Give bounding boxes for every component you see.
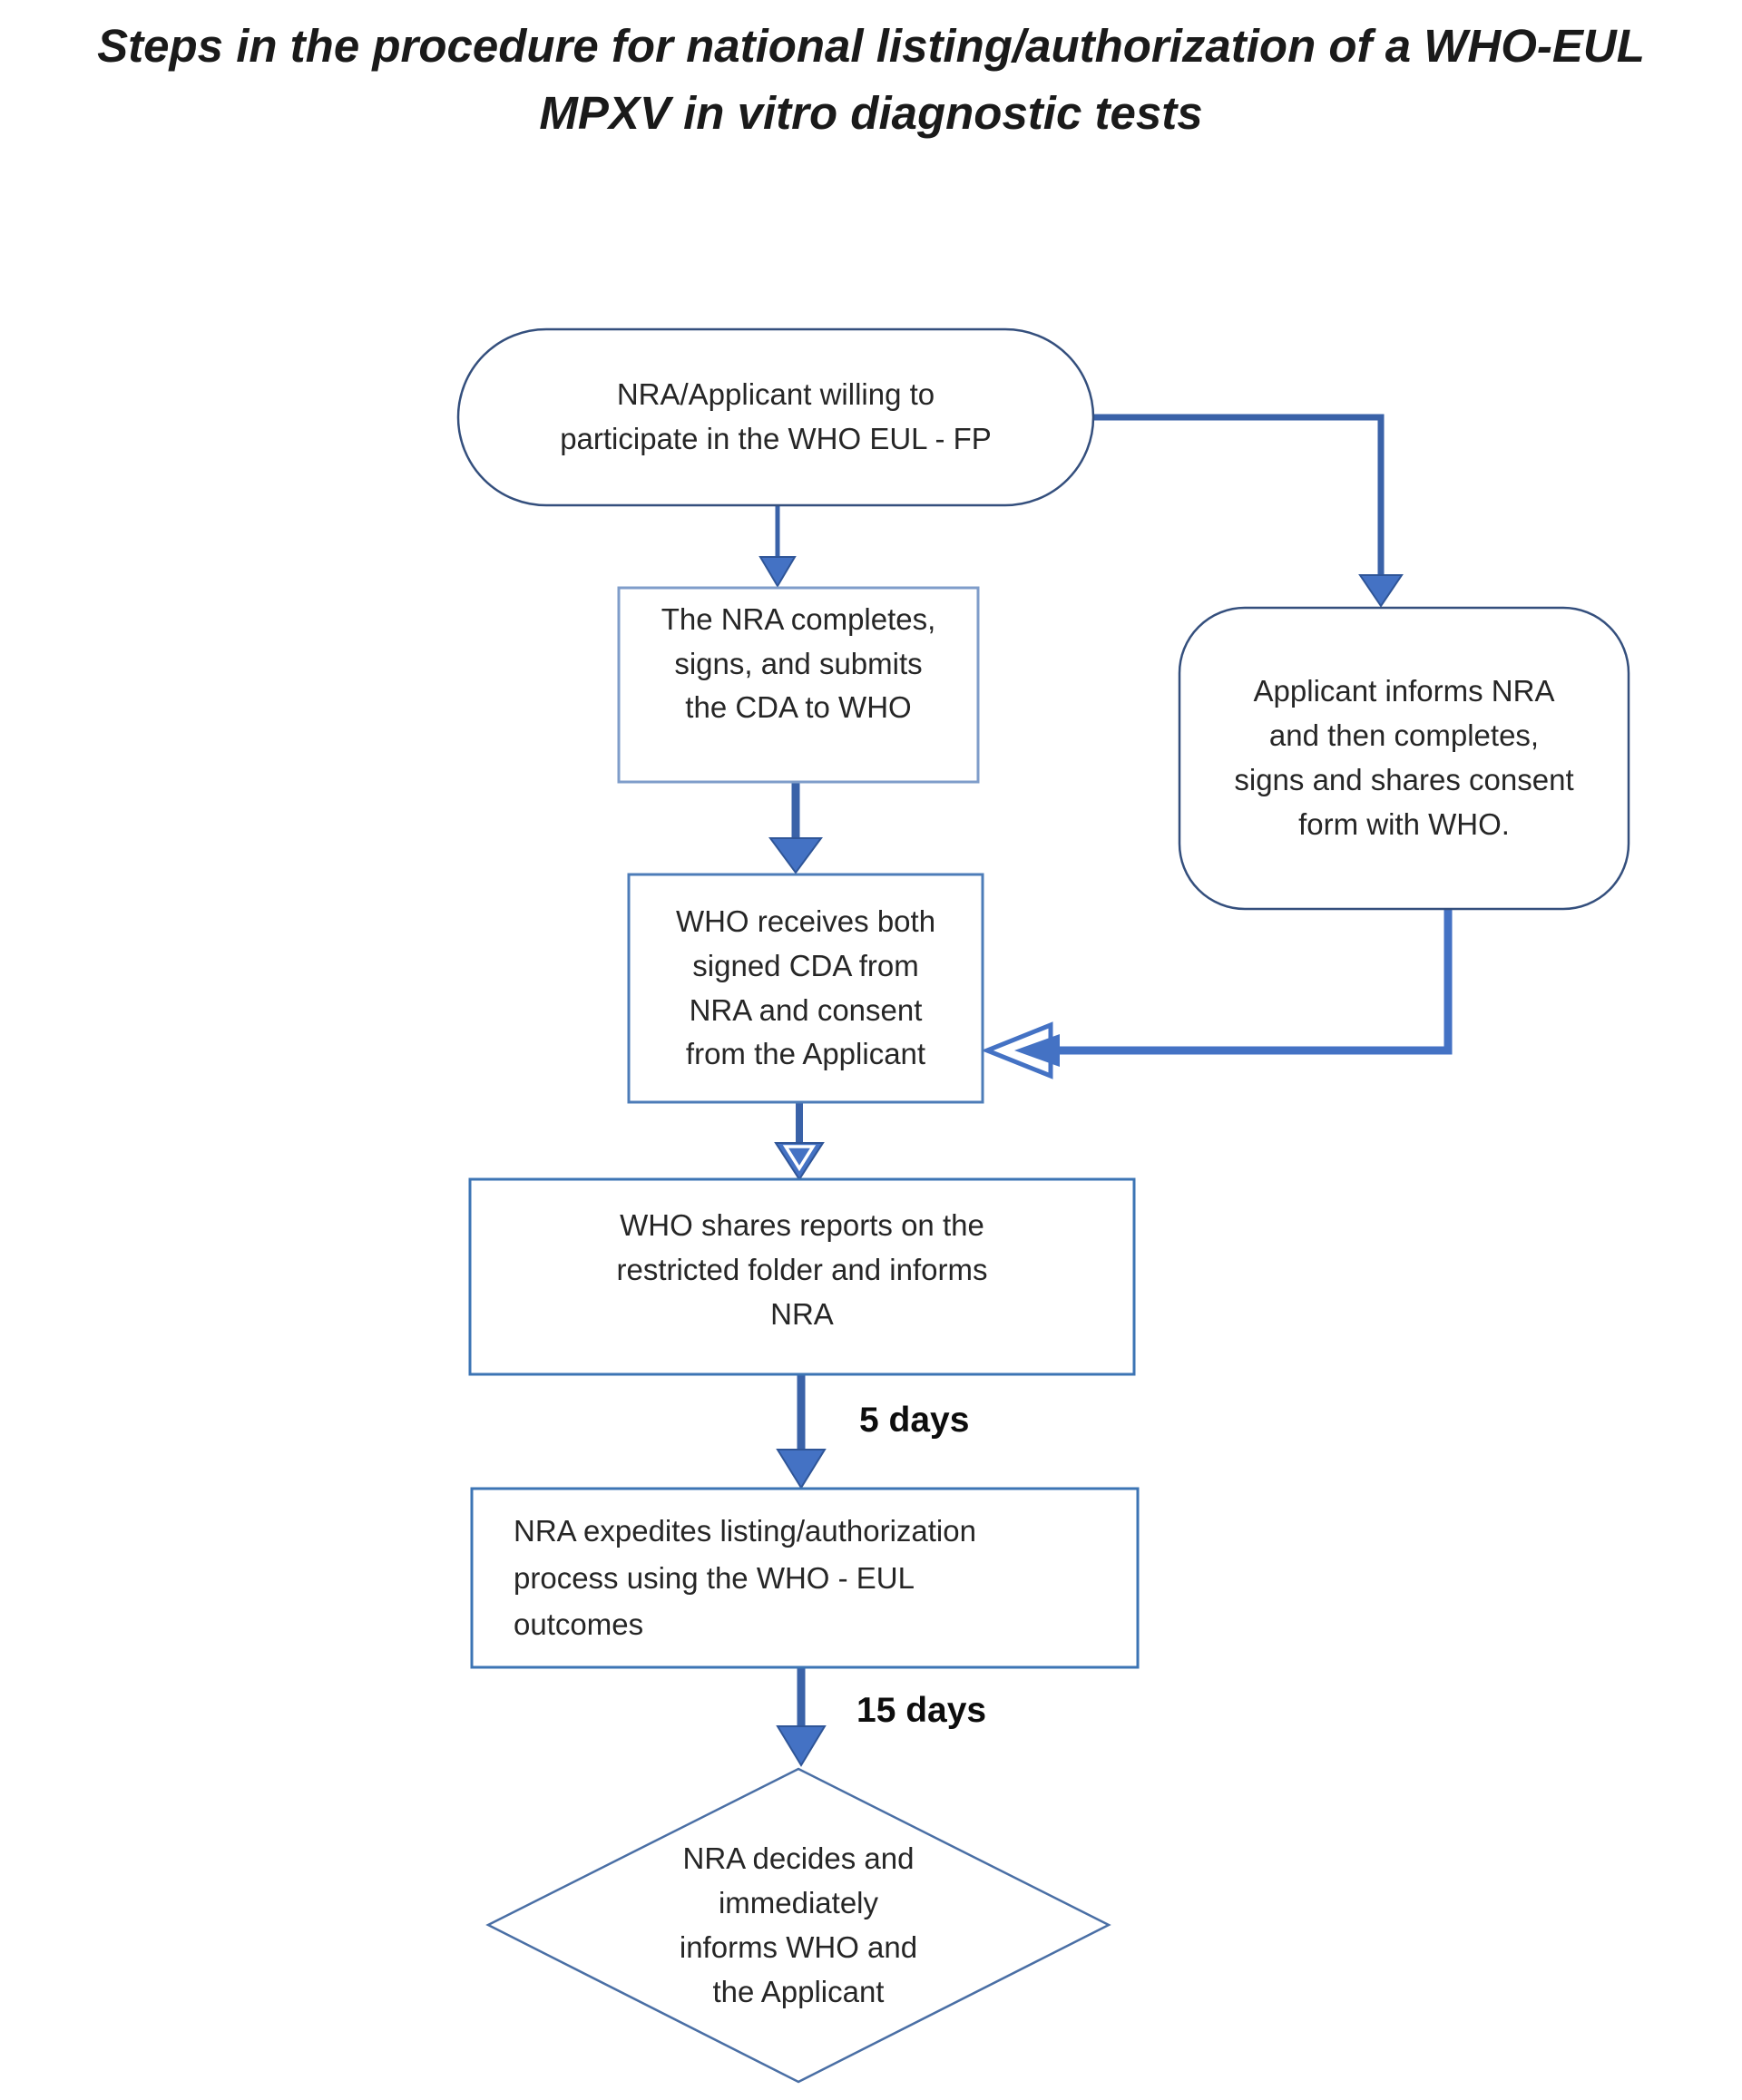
who-shares-node-shape xyxy=(468,1177,1136,1376)
applicant-consent-node-label: Applicant informs NRA and then completes… xyxy=(1234,674,1574,841)
edge-nra-expedites-to-decision xyxy=(776,1667,827,1767)
edge-nra-cda-to-who-receives xyxy=(768,782,823,874)
nra-expedites-node-shape xyxy=(470,1487,1140,1669)
who-shares-node-label: WHO shares reports on the restricted fol… xyxy=(616,1208,988,1331)
start-node-shape xyxy=(456,327,1095,507)
nra-expedites-node-label: NRA expedites listing/authorization proc… xyxy=(514,1514,976,1642)
page-title: Steps in the procedure for national list… xyxy=(97,20,1645,139)
decision-node-shape xyxy=(485,1767,1111,2084)
nra-cda-node-label: The NRA completes, signs, and submits th… xyxy=(661,601,936,725)
who-receives-node-shape xyxy=(627,873,984,1104)
nra-cda-node-shape xyxy=(617,586,980,784)
edge-who-receives-to-who-shares xyxy=(774,1102,825,1181)
applicant-consent-node-shape xyxy=(1178,606,1630,911)
edge-start-to-nra-cda xyxy=(758,505,797,588)
decision-node-label: NRA decides and immediately informs WHO … xyxy=(679,1841,918,2008)
label-5-days: 5 days xyxy=(859,1401,970,1440)
edge-start-to-applicant-consent xyxy=(1093,414,1404,608)
start-node-label: NRA/Applicant willing to participate in … xyxy=(560,377,992,455)
edge-who-shares-to-nra-expedites xyxy=(776,1374,827,1490)
label-15-days: 15 days xyxy=(856,1691,987,1730)
who-receives-node-label: WHO receives both signed CDA from NRA an… xyxy=(675,903,936,1071)
edge-applicant-consent-to-who-receives xyxy=(981,909,1453,1079)
